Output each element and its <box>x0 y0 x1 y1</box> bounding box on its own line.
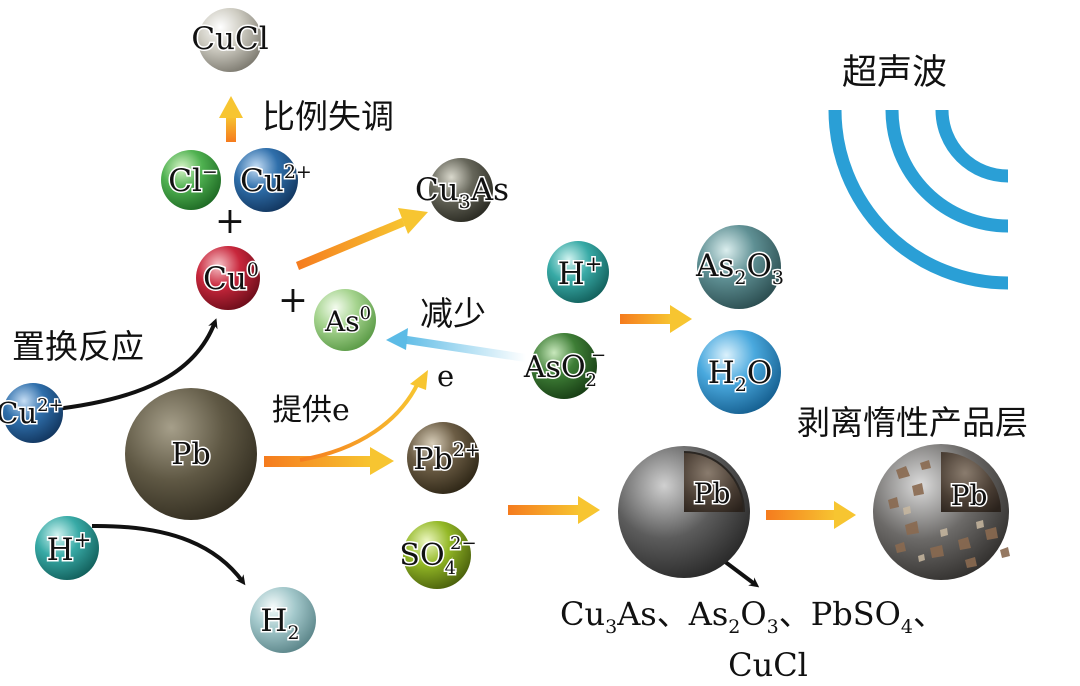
node-as2o3: As2O3 <box>695 248 784 289</box>
node-so4: SO42− <box>399 533 476 579</box>
node-pb-core-mid: Pb <box>694 477 731 510</box>
sphere-h-bottom <box>35 516 99 580</box>
label-strip-layer: 剥离惰性产品层 <box>797 403 1028 442</box>
arrow-cucl-up <box>219 96 243 142</box>
label-disproportionation: 比例失调 <box>262 97 394 136</box>
node-pb: Pb <box>171 437 210 472</box>
sphere-pb <box>125 388 257 520</box>
ultrasound-waves-icon <box>828 109 1009 290</box>
arrow-reduce <box>386 328 526 362</box>
sphere-h2 <box>250 587 316 653</box>
sphere-as2o3 <box>697 225 781 309</box>
node-pb-core-right: Pb <box>951 479 988 512</box>
sphere-cu3as <box>429 158 493 222</box>
sphere-cu2-top <box>234 148 298 212</box>
sphere-cu0 <box>196 246 260 310</box>
node-cucl-top: CuCl <box>191 21 268 57</box>
node-h-top: H+ <box>558 252 603 292</box>
arrow-to-pb-particle <box>508 496 600 524</box>
node-cu2-left: Cu2+ <box>0 395 64 430</box>
sphere-cucl <box>198 8 262 72</box>
label-e: e <box>437 359 454 393</box>
sphere-h-top <box>547 241 609 303</box>
arrow-cu0-to-cu3as <box>296 208 428 270</box>
label-plus-mid: + <box>278 280 308 321</box>
node-h2o: H2O <box>708 355 773 396</box>
label-reduce: 减少 <box>420 294 486 333</box>
products-line-2: CuCl <box>728 646 808 684</box>
arrow-pb-to-pb2 <box>264 447 394 475</box>
arrow-to-stripped <box>766 501 856 529</box>
label-provide-e: 提供e <box>272 393 350 428</box>
node-pb2: Pb2+ <box>413 439 480 477</box>
node-h2: H2 <box>260 603 299 644</box>
node-h-bottom: H+ <box>47 528 92 568</box>
sphere-h2o <box>697 330 781 414</box>
sphere-pb2 <box>407 422 479 494</box>
pb-particle-stripped <box>873 444 1010 580</box>
node-cu3as: Cu3As <box>415 172 509 213</box>
node-cu0: Cu0 <box>203 259 259 297</box>
node-cl-minus: Cl− <box>168 161 218 199</box>
sphere-aso2 <box>531 333 597 399</box>
arrow-h-to-h2 <box>91 523 246 586</box>
products-line-1: Cu3As、As2O3、PbSO4、 <box>560 595 945 638</box>
node-as0: As0 <box>324 303 371 338</box>
sphere-cu2-left <box>3 383 63 443</box>
pb-particle-coated <box>618 446 750 578</box>
label-displacement: 置换反应 <box>12 327 144 366</box>
label-plus-top: + <box>215 201 245 242</box>
node-aso2: AsO2− <box>523 345 606 391</box>
sphere-cl-minus <box>161 150 221 210</box>
arrow-provide-e <box>299 370 428 462</box>
sphere-so4 <box>403 521 471 589</box>
node-cu2-top: Cu2+ <box>240 161 312 199</box>
label-ultrasound: 超声波 <box>842 53 947 93</box>
sphere-as0 <box>314 289 376 351</box>
arrow-to-as2o3 <box>620 305 692 333</box>
arrow-displacement <box>47 318 218 412</box>
